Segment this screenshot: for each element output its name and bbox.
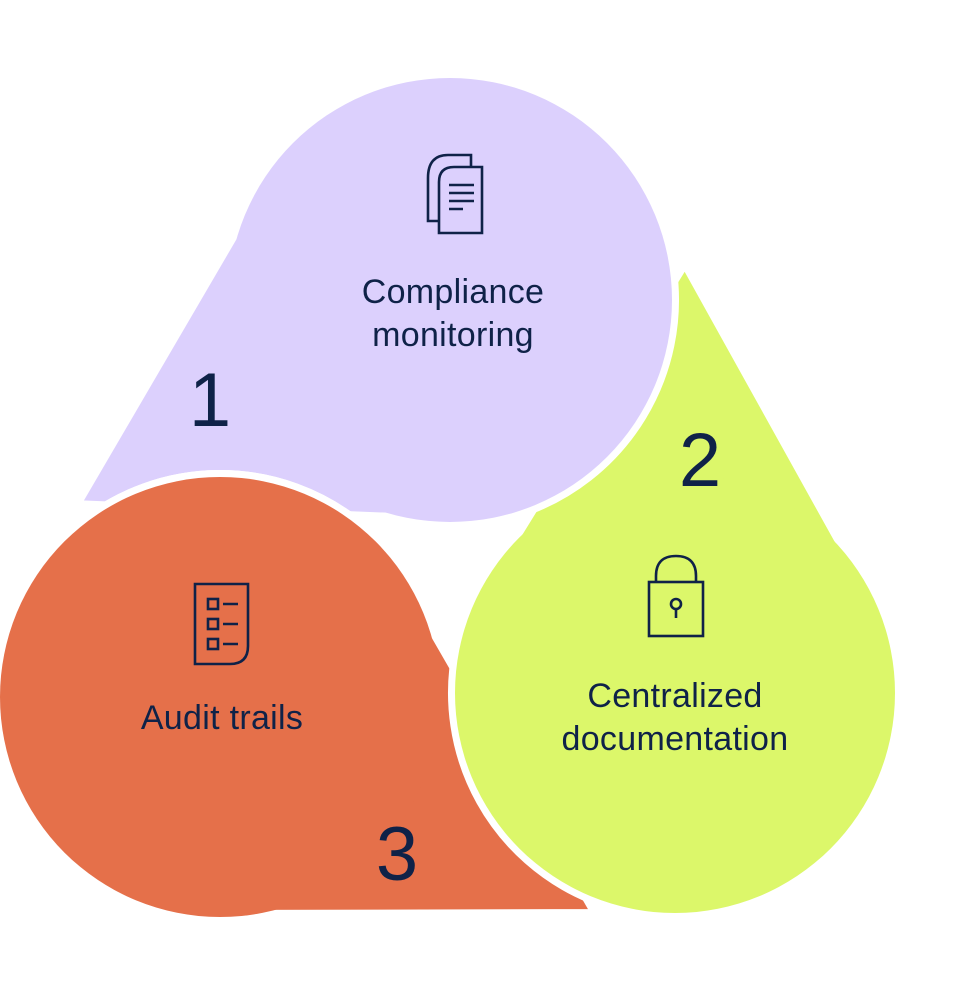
lock-icon [647,554,705,638]
teardrop-documentation-body [455,473,895,913]
label-line: monitoring [372,316,534,354]
label-line: Centralized [587,677,763,715]
label-line: Compliance [361,273,545,311]
label-audit-trails: Audit trails [140,699,304,737]
step-number-2: 2 [678,418,722,503]
teardrop-audit-body [0,477,440,917]
documents-icon [426,153,484,235]
label-line: documentation [561,720,789,758]
step-number-1: 1 [188,358,232,443]
checklist-icon [193,582,250,666]
step-number-3: 3 [375,812,419,897]
label-compliance-monitoring: Compliance monitoring [273,271,633,357]
teardrop-compliance-body [228,78,672,522]
label-centralized-documentation: Centralized documentation [495,675,855,761]
